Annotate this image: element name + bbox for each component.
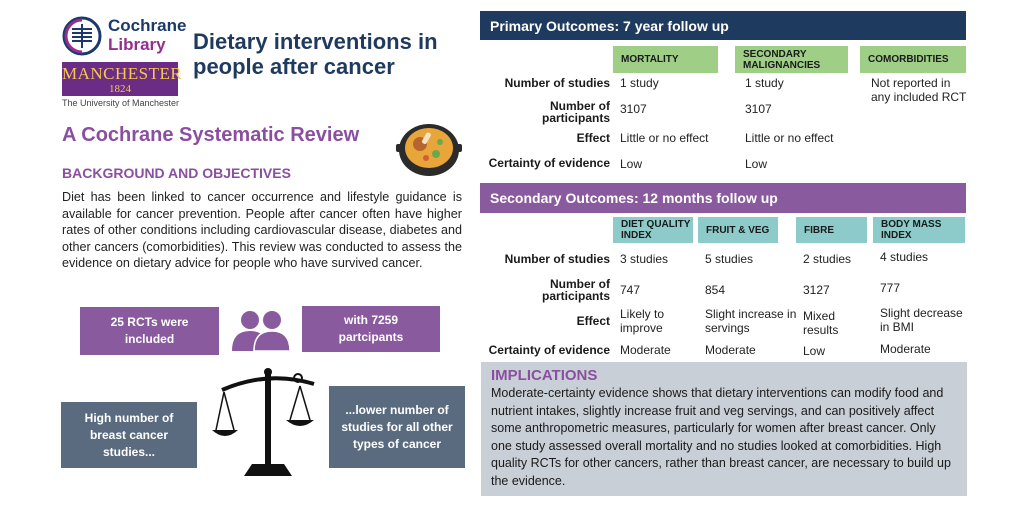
col-comorbidities: COMORBIDITIES <box>860 46 966 73</box>
manchester-year: 1824 <box>109 83 131 95</box>
primary-row-participants: Number of participants <box>541 99 610 125</box>
implications-heading: IMPLICATIONS <box>491 367 598 384</box>
university-caption: The University of Manchester <box>62 98 180 108</box>
rcts-count-text: 25 RCTs were included <box>110 315 189 346</box>
dqi-studies: 3 studies <box>620 252 669 266</box>
fruitveg-effect: Slight increase in servings <box>705 307 797 335</box>
primary-outcomes-heading-text: Primary Outcomes: 7 year follow up <box>490 17 729 34</box>
mortality-studies: 1 study <box>620 76 659 90</box>
bmi-certainty: Moderate <box>880 342 931 356</box>
review-title: A Cochrane Systematic Review <box>62 124 360 146</box>
secondary-outcomes-heading: Secondary Outcomes: 12 months follow up <box>480 183 966 213</box>
col-secondary-malignancies: SECONDARY MALIGNANCIES <box>735 46 848 73</box>
page-title: Dietary interventions in people after ca… <box>193 29 438 79</box>
secondary-row-certainty: Certainty of evidence <box>488 343 610 357</box>
mortality-certainty: Low <box>620 157 643 171</box>
other-cancers-text: ...lower number of studies for all other… <box>341 402 453 451</box>
comorbidities-studies: Not reported in any included RCT <box>871 76 967 104</box>
col-fruit-veg: FRUIT & VEG <box>698 217 778 243</box>
col-body-mass-index: BODY MASS INDEX <box>873 217 965 243</box>
people-icon <box>232 311 291 352</box>
dqi-effect: Likely to improve <box>620 307 665 335</box>
bmi-participants: 777 <box>880 281 901 295</box>
malignancies-participants: 3107 <box>745 102 772 116</box>
manchester-logo: MANCHESTER 1824 <box>62 62 183 96</box>
bmi-studies: 4 studies <box>880 250 929 264</box>
primary-row-effect: Effect <box>576 131 610 145</box>
fruitveg-studies: 5 studies <box>705 252 754 266</box>
bmi-effect: Slight decrease in BMI <box>880 306 963 334</box>
scales-icon <box>212 368 315 476</box>
fibre-effect: Mixed results <box>803 309 839 337</box>
implications-panel: IMPLICATIONS Moderate-certainty evidence… <box>481 362 967 496</box>
other-cancers-box: ...lower number of studies for all other… <box>329 386 465 468</box>
mortality-participants: 3107 <box>620 102 647 116</box>
mortality-effect: Little or no effect <box>620 131 709 145</box>
malignancies-effect: Little or no effect <box>745 131 834 145</box>
breast-cancer-text: High number of breast cancer studies... <box>84 410 174 459</box>
cochrane-sub: Library <box>108 35 166 54</box>
secondary-row-participants: Number of participants <box>541 277 610 303</box>
fibre-studies: 2 studies <box>803 252 852 266</box>
manchester-name: MANCHESTER <box>62 64 183 83</box>
col-fibre: FIBRE <box>796 217 867 243</box>
background-text: Diet has been linked to cancer occurrenc… <box>62 190 462 270</box>
secondary-row-studies: Number of studies <box>504 252 610 266</box>
col-diet-quality-index: DIET QUALITY INDEX <box>613 217 693 243</box>
cochrane-library-logo: Cochrane Library <box>62 16 186 56</box>
malignancies-certainty: Low <box>745 157 768 171</box>
primary-row-certainty: Certainty of evidence <box>488 156 610 170</box>
malignancies-studies: 1 study <box>745 76 784 90</box>
dqi-participants: 747 <box>620 283 641 297</box>
fibre-participants: 3127 <box>803 283 830 297</box>
dqi-certainty: Moderate <box>620 343 671 357</box>
primary-outcomes-heading: Primary Outcomes: 7 year follow up <box>480 11 966 40</box>
secondary-row-effect: Effect <box>576 314 610 328</box>
background-heading: BACKGROUND AND OBJECTIVES <box>62 165 291 181</box>
fruitveg-participants: 854 <box>705 283 726 297</box>
participants-count-box: with 7259 partcipants <box>302 306 440 352</box>
primary-row-studies: Number of studies <box>504 76 610 90</box>
breast-cancer-box: High number of breast cancer studies... <box>61 402 197 468</box>
cochrane-logo-icon <box>62 16 102 56</box>
cooking-pot-icon <box>396 124 462 176</box>
cochrane-name: Cochrane <box>108 16 187 35</box>
rcts-count-box: 25 RCTs were included <box>80 307 219 355</box>
secondary-outcomes-heading-text: Secondary Outcomes: 12 months follow up <box>490 190 778 206</box>
fibre-certainty: Low <box>803 344 826 358</box>
implications-text: Moderate-certainty evidence shows that d… <box>491 386 951 488</box>
col-mortality: MORTALITY <box>613 46 718 73</box>
participants-count-text: with 7259 partcipants <box>338 313 404 344</box>
fruitveg-certainty: Moderate <box>705 343 756 357</box>
